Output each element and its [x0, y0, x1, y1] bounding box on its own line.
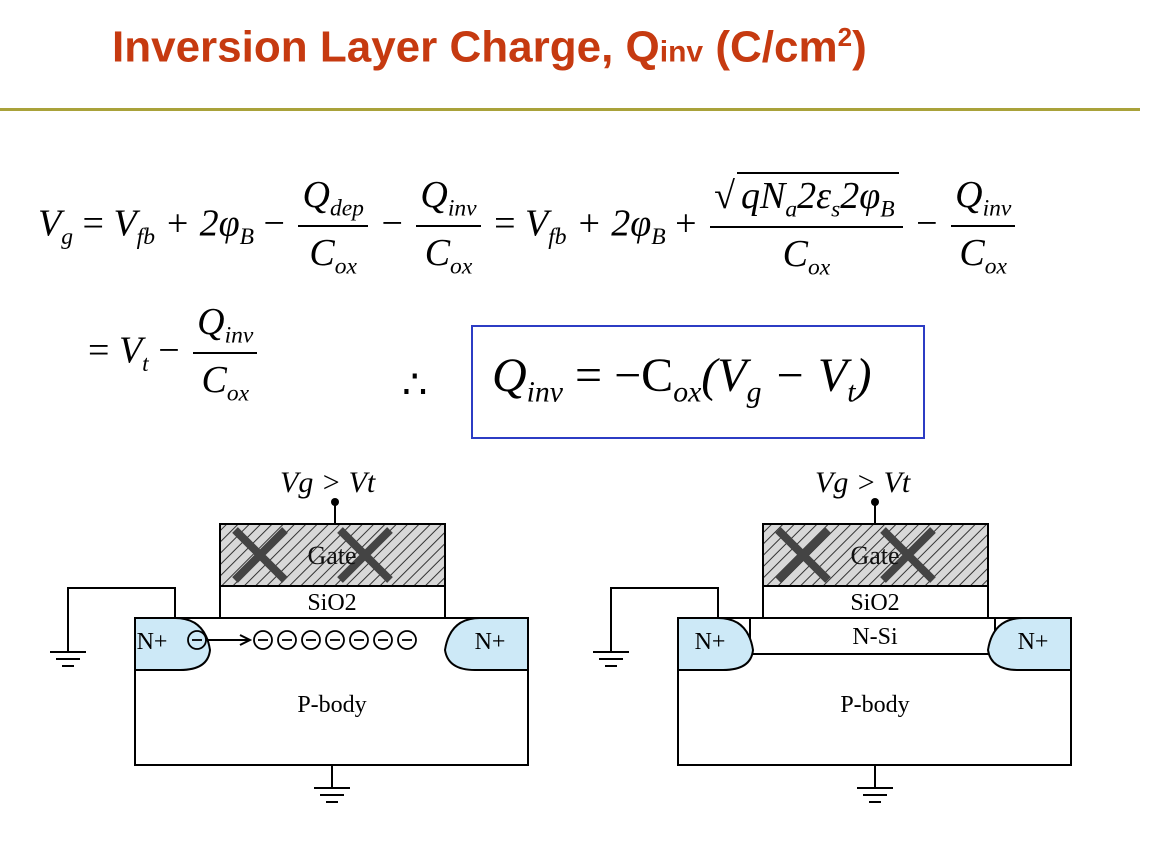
- oxide-label: SiO2: [850, 590, 899, 616]
- title-exponent: 2: [837, 22, 853, 52]
- gate-label: Gate: [850, 541, 899, 570]
- mosfet-diagram-nsi: Vg > Vt Gate SiO2 P-body N-Si N+ N+: [593, 466, 1072, 803]
- source-label: N+: [695, 629, 726, 655]
- source-ground-wire: [610, 587, 719, 652]
- source-ground-wire: [67, 587, 176, 652]
- drain-label: N+: [1018, 629, 1049, 655]
- drain-region: [986, 617, 1072, 671]
- oxide-layer: [762, 585, 989, 619]
- drain-region: [443, 617, 529, 671]
- body-label: P-body: [297, 692, 366, 718]
- title-subscript: inv: [659, 35, 704, 69]
- body-ground-icon: [857, 787, 893, 803]
- oxide-label: SiO2: [307, 590, 356, 616]
- gate-block: [219, 523, 446, 587]
- result-equation: Qinv = −Cox(Vg − Vt): [492, 349, 872, 409]
- oxide-layer: [219, 585, 446, 619]
- result-box: [471, 325, 925, 439]
- gate-bias-label: Vg > Vt: [280, 466, 376, 499]
- title-divider: [0, 108, 1140, 111]
- drain-label: N+: [475, 629, 506, 655]
- source-region: [677, 617, 755, 671]
- source-label: N+: [137, 629, 168, 655]
- channel-label: N-Si: [852, 624, 898, 650]
- inversion-electrons: [187, 630, 417, 650]
- gate-contact-dot: [331, 498, 339, 506]
- body-label: P-body: [840, 692, 909, 718]
- source-region: [134, 617, 212, 671]
- gate-bias-label: Vg > Vt: [815, 466, 911, 499]
- therefore-symbol: ∴: [402, 362, 428, 408]
- gate-contact-dot: [871, 498, 879, 506]
- gate-cross-hatch: [775, 527, 936, 583]
- gate-label: Gate: [307, 541, 356, 570]
- source-ground-icon: [593, 651, 629, 667]
- slide-title: Inversion Layer Charge, Qinv (C/cm2): [112, 22, 867, 72]
- mosfet-diagram-inversion: Vg > Vt Gate SiO2 P-body N+ N+: [50, 466, 529, 803]
- electron-flow-arrow: [206, 634, 253, 646]
- n-si-channel: [749, 617, 996, 655]
- source-ground-icon: [50, 651, 86, 667]
- gate-cross-hatch: [232, 527, 393, 583]
- body-ground-icon: [314, 787, 350, 803]
